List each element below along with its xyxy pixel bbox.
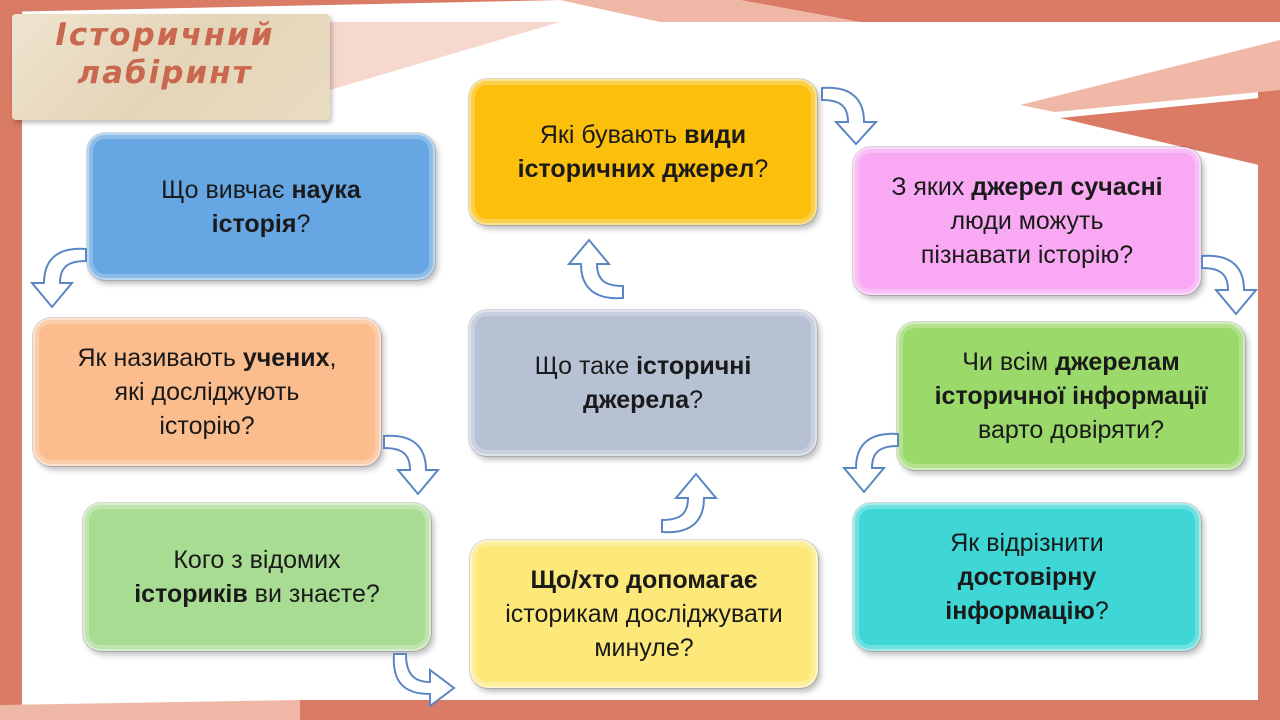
card-known-historians[interactable]: Кого з відомих істориків ви знаєте?	[83, 503, 431, 651]
card-center-historical-sources[interactable]: Що таке історичні джерела?	[469, 310, 817, 456]
card-bold-text: джерел сучасні	[971, 173, 1163, 201]
card-text: минуле?	[594, 634, 694, 662]
card-text: Які бувають	[539, 121, 685, 149]
card-modern-sources[interactable]: З яких джерел сучасні люди можуть пізнав…	[853, 147, 1201, 295]
curved-arrow-left-down-icon	[29, 247, 87, 309]
card-source-types[interactable]: Які бувають види історичних джерел?	[469, 79, 817, 225]
card-text: Як називають	[77, 344, 243, 372]
frame-right-diagonal-light	[1020, 40, 1280, 112]
card-science-history[interactable]: Що вивчає наука історія?	[87, 133, 435, 280]
slide-title: Історичний лабіринт	[0, 16, 330, 92]
card-reliable-info[interactable]: Як відрізнити достовірну інформацію?	[853, 503, 1201, 651]
card-scientists-name[interactable]: Як називають учених, які досліджують іст…	[33, 318, 381, 466]
card-text: пізнавати історію?	[920, 241, 1134, 269]
card-text: Що вивчає	[161, 175, 292, 204]
card-text: Чи всім	[962, 348, 1056, 376]
card-bold-text: історія	[211, 209, 297, 238]
curved-arrow-right-icon	[392, 653, 456, 708]
title-parchment	[12, 14, 330, 120]
frame-top-diagonal	[330, 22, 560, 90]
card-text: Кого з відомих	[173, 546, 341, 574]
slide-title-line2: лабіринт	[77, 55, 253, 91]
curved-arrow-down-icon	[1201, 254, 1259, 316]
card-text: ?	[296, 209, 311, 238]
card-text: Як відрізнити	[950, 529, 1104, 557]
card-bold-text: історичної інформації	[934, 382, 1208, 410]
frame-bottom-band	[300, 700, 1280, 720]
curved-arrow-left-down-icon	[841, 432, 899, 494]
curved-arrow-up-icon	[566, 238, 624, 300]
card-bold-text: історичні	[636, 352, 752, 380]
frame-top-light-band	[560, 0, 860, 22]
card-text: ?	[1094, 597, 1109, 625]
card-text: З яких	[891, 173, 972, 201]
card-bold-text: наука	[291, 175, 361, 204]
card-bold-text: історичних джерел	[517, 155, 755, 183]
card-text: історикам досліджувати	[505, 600, 783, 628]
curved-arrow-down-icon	[383, 434, 441, 496]
card-trust-sources[interactable]: Чи всім джерелам історичної інформації в…	[897, 322, 1245, 470]
curved-arrow-up-icon	[661, 472, 719, 534]
card-bold-text: види	[684, 121, 747, 149]
frame-top-band	[0, 0, 1280, 22]
card-text: ?	[689, 386, 704, 414]
card-bold-text: інформацію	[945, 597, 1095, 625]
card-text: які досліджують	[114, 378, 300, 406]
card-who-helps[interactable]: Що/хто допомагає історикам досліджувати …	[470, 540, 818, 688]
card-bold-text: джерелам	[1055, 348, 1180, 376]
card-bold-text: істориків	[134, 580, 248, 608]
card-text: ви знаєте?	[247, 580, 380, 608]
curved-arrow-down-icon	[821, 86, 879, 146]
frame-bottom-light-band	[0, 700, 300, 720]
card-text: ,	[329, 344, 337, 372]
card-bold-text: джерела	[582, 386, 690, 414]
card-bold-text: Що/хто допомагає	[530, 566, 758, 594]
card-bold-text: достовірну	[957, 563, 1097, 591]
card-text: Що таке	[534, 352, 637, 380]
frame-right-diagonal-dark	[1060, 96, 1280, 170]
slide-title-line1: Історичний	[55, 17, 275, 53]
card-text: варто довіряти?	[977, 416, 1165, 444]
card-text: люди можуть	[950, 207, 1104, 235]
frame-right-band	[1258, 60, 1280, 720]
card-text: ?	[754, 155, 769, 183]
frame-left-band	[0, 0, 22, 720]
card-bold-text: учених	[242, 344, 330, 372]
card-text: історію?	[159, 412, 255, 440]
